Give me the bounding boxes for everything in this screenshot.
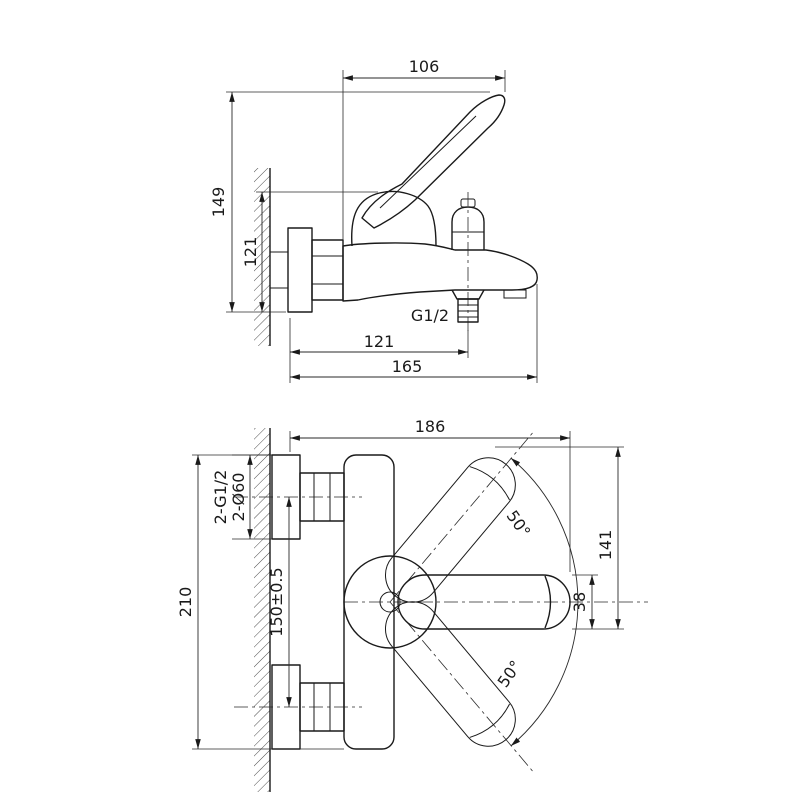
supply-thread-label: 2-G1/2 [211, 470, 230, 525]
handle-pivot-circle [343, 555, 437, 649]
lever-handle [361, 94, 506, 229]
cartridge-dome [351, 190, 437, 247]
dim-total-depth: 165 [290, 284, 538, 383]
handle-position-up [384, 457, 516, 603]
dim-label-150: 150±0.5 [267, 567, 286, 636]
dim-escutcheon: 2-Ø60 2-G1/2 [211, 454, 272, 540]
dim-total-height: 149 [209, 91, 490, 313]
lever-detail-line [379, 115, 477, 209]
escutcheon [287, 227, 313, 313]
dim-label-38: 38 [570, 592, 589, 612]
handle-pivot-center [379, 591, 401, 613]
dim-body-height: 121 [241, 191, 378, 312]
angle-label-upper: 50° [503, 507, 535, 541]
side-view: 106 149 121 G1/2 121 165 [209, 57, 538, 383]
faucet-body [342, 242, 538, 302]
handle-position-down [384, 601, 516, 747]
dim-total-width: 186 [289, 417, 571, 572]
dim-label-121-vertical: 121 [241, 237, 260, 268]
dim-label-149: 149 [209, 187, 228, 218]
supply-connections [234, 454, 362, 750]
wall-hatch-front [254, 428, 270, 792]
front-view: 50° 50° 186 2-Ø60 2-G1/2 210 150±0.5 [176, 417, 648, 792]
wall-pipe [269, 251, 289, 289]
dim-label-121-horizontal: 121 [364, 332, 395, 351]
handle-lever-front [397, 574, 571, 630]
dim-handle-travel: 141 [495, 446, 624, 629]
dim-label-165: 165 [392, 357, 423, 376]
dim-label-210: 210 [176, 587, 195, 618]
dim-total-height-front: 210 [176, 454, 344, 750]
wall-section-front [254, 428, 271, 792]
handle-position-center [397, 574, 571, 630]
dim-label-106: 106 [409, 57, 440, 76]
dim-supply-centers: 150±0.5 [267, 497, 292, 707]
dim-handle-width: 38 [570, 574, 624, 630]
escutcheon-label: 2-Ø60 [229, 473, 248, 522]
handle-tip-cap [544, 575, 552, 629]
dim-lever-reach: 106 [342, 57, 506, 240]
angle-label-lower: 50° [494, 657, 526, 691]
outlet-thread-label: G1/2 [411, 306, 449, 325]
dim-label-141: 141 [596, 530, 615, 561]
mounting-nut [311, 239, 344, 301]
aerator [503, 289, 527, 299]
handle-positions: 50° 50° [343, 429, 648, 775]
dim-wall-to-outlet: 121 [289, 318, 469, 383]
dim-label-186: 186 [415, 417, 446, 436]
handle-axis-lower [389, 601, 536, 775]
rotation-arc [510, 457, 579, 747]
faucet-side [269, 94, 538, 334]
